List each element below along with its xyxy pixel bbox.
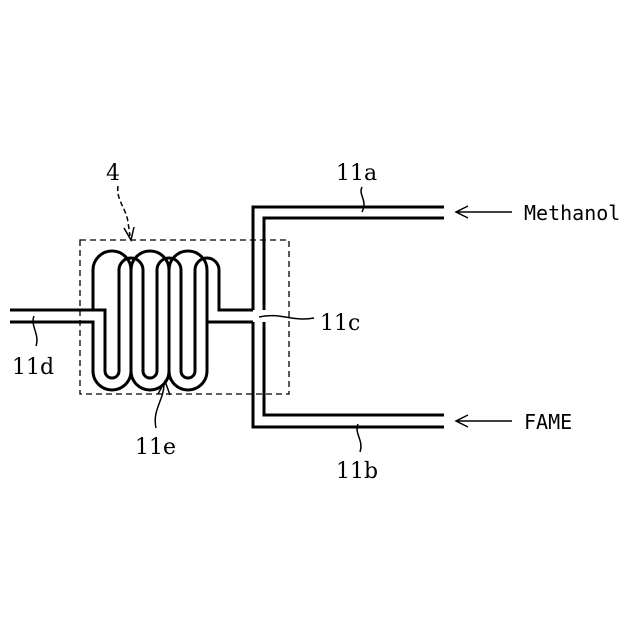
pipe-11a-outer <box>253 207 444 310</box>
pipe-11d-label: 11d <box>12 355 54 380</box>
pipe-11c-label: 11c <box>320 311 360 336</box>
pipe-11e-label: 11e <box>135 435 176 460</box>
pipe-11b-outer <box>253 322 444 427</box>
fame-label: FAME <box>524 410 572 434</box>
pipe-11a-label: 11a <box>336 161 377 186</box>
methanol-arrow <box>456 206 512 218</box>
methanol-label: Methanol <box>524 201 620 225</box>
region-4-boundary <box>80 240 289 394</box>
pipe-11c-leader <box>259 316 314 319</box>
region-4-label: 4 <box>106 161 120 186</box>
pipe-11a-inner <box>264 218 444 310</box>
fame-arrow <box>456 415 512 427</box>
pipe-11b-label: 11b <box>336 459 378 484</box>
